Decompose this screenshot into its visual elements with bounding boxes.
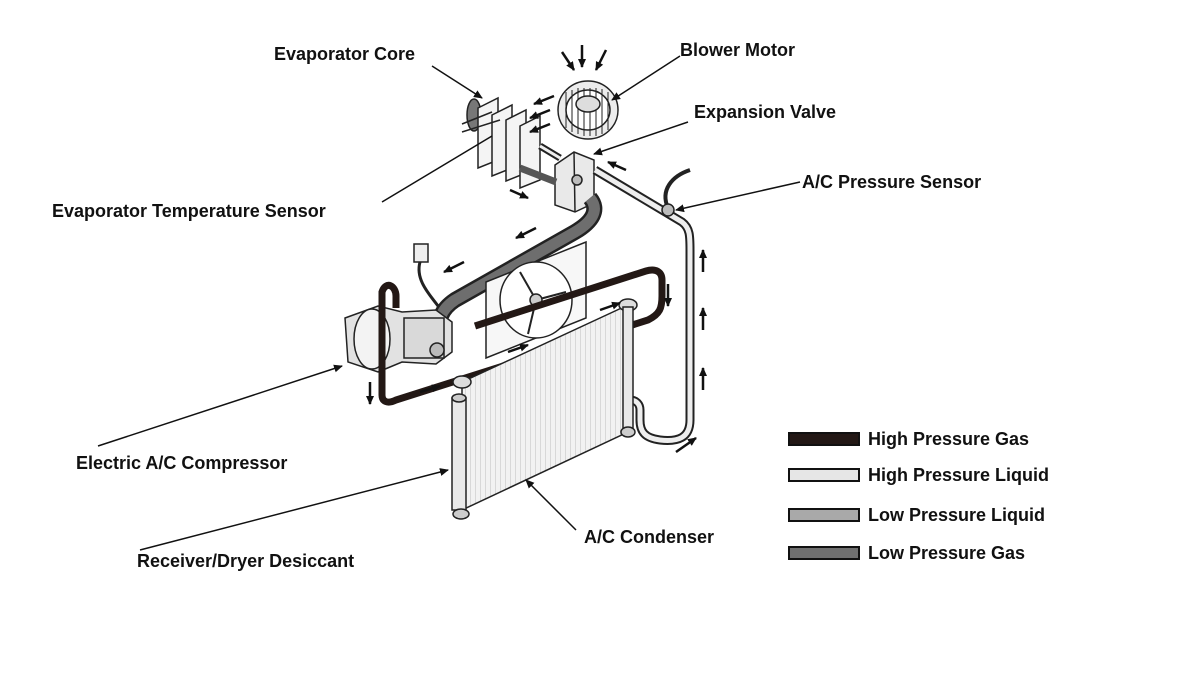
electric-ac-compressor-label: Electric A/C Compressor bbox=[76, 453, 288, 473]
ac-pressure-sensor-label: A/C Pressure Sensor bbox=[802, 172, 982, 192]
legend-label: High Pressure Liquid bbox=[868, 465, 1050, 485]
ac-condenser-label: A/C Condenser bbox=[584, 527, 715, 547]
receiver-dryer bbox=[451, 393, 470, 520]
legend-label: Low Pressure Liquid bbox=[868, 505, 1046, 525]
legend-swatch bbox=[788, 468, 860, 482]
legend-swatch bbox=[788, 508, 860, 522]
blower-motor bbox=[557, 80, 619, 140]
ac-pressure-sensor bbox=[661, 168, 691, 217]
blower-motor-label: Blower Motor bbox=[680, 40, 795, 60]
evaporator-core bbox=[461, 96, 541, 190]
flow-arrows bbox=[366, 45, 707, 454]
evaporator-temperature-sensor-label: Evaporator Temperature Sensor bbox=[52, 201, 326, 221]
receiver-dryer-label: Receiver/Dryer Desiccant bbox=[137, 551, 355, 571]
legend-label: Low Pressure Gas bbox=[868, 543, 1026, 563]
evaporator-core-label: Evaporator Core bbox=[274, 44, 416, 64]
evaporator-temperature-sensor bbox=[518, 164, 558, 186]
legend-label: High Pressure Gas bbox=[868, 429, 1030, 449]
legend-swatch bbox=[788, 546, 860, 560]
legend-swatch bbox=[788, 432, 860, 446]
leader-lines bbox=[97, 55, 801, 551]
expansion-valve-label: Expansion Valve bbox=[694, 102, 837, 122]
expansion-valve bbox=[554, 151, 595, 213]
condenser-fan bbox=[485, 240, 587, 360]
